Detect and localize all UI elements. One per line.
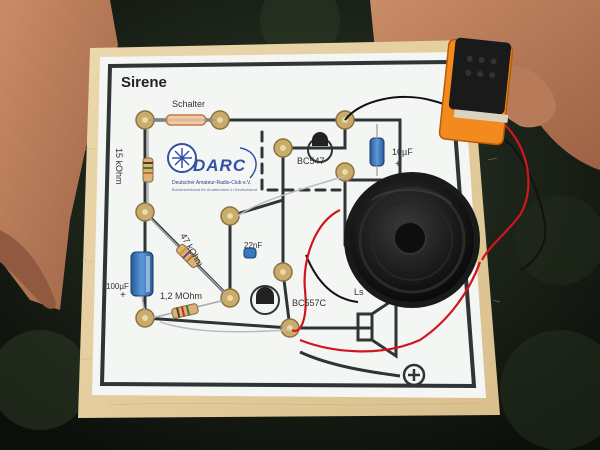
capacitor-100uf <box>130 251 154 315</box>
transistor-bc547 <box>307 132 333 163</box>
capacitor-10uf-label: 10µF <box>392 147 413 157</box>
club-tagline: Bundesverband für Amateurfunk in Deutsch… <box>172 187 257 192</box>
capacitor-10uf-plus: + <box>395 159 401 170</box>
plus-terminal-icon <box>402 363 426 387</box>
resistor-15k <box>142 128 154 204</box>
capacitor-22nf <box>243 247 257 259</box>
capacitor-100uf-label: 100µF <box>106 282 129 291</box>
darc-logo-icon <box>167 143 257 179</box>
reed-switch <box>150 114 216 126</box>
resistor-1-2m-label: 1,2 MOhm <box>160 291 203 301</box>
capacitor-10uf <box>369 124 385 176</box>
solder-pads <box>135 110 355 338</box>
resistor-15k-label: 15 kOhm <box>114 148 124 185</box>
resistor-47k <box>149 217 227 295</box>
transistor-bc547-label: BC547 <box>297 156 325 166</box>
darc-logo-text: DARC <box>193 156 247 175</box>
speaker-label: Ls <box>354 287 364 297</box>
resistor-1-2m <box>151 299 226 319</box>
ground-trace <box>299 350 401 378</box>
wood-grain <box>79 147 501 406</box>
capacitor-22nf-label: 22nF <box>244 241 263 250</box>
board-title: Sirene <box>121 74 167 91</box>
transistor-bc557-label: BC557C <box>292 298 327 308</box>
red-wires <box>291 124 530 353</box>
speaker-icon <box>344 172 480 308</box>
connection-wires <box>159 175 346 333</box>
capacitor-100uf-plus: + <box>120 290 126 301</box>
battery-icon <box>438 37 514 146</box>
club-name: Deutscher Amateur-Radio-Club e.V. <box>172 180 252 186</box>
switch-label: Schalter <box>172 99 206 109</box>
paper-border <box>99 59 477 389</box>
left-hand <box>0 0 118 310</box>
transistor-bc557 <box>250 285 280 315</box>
